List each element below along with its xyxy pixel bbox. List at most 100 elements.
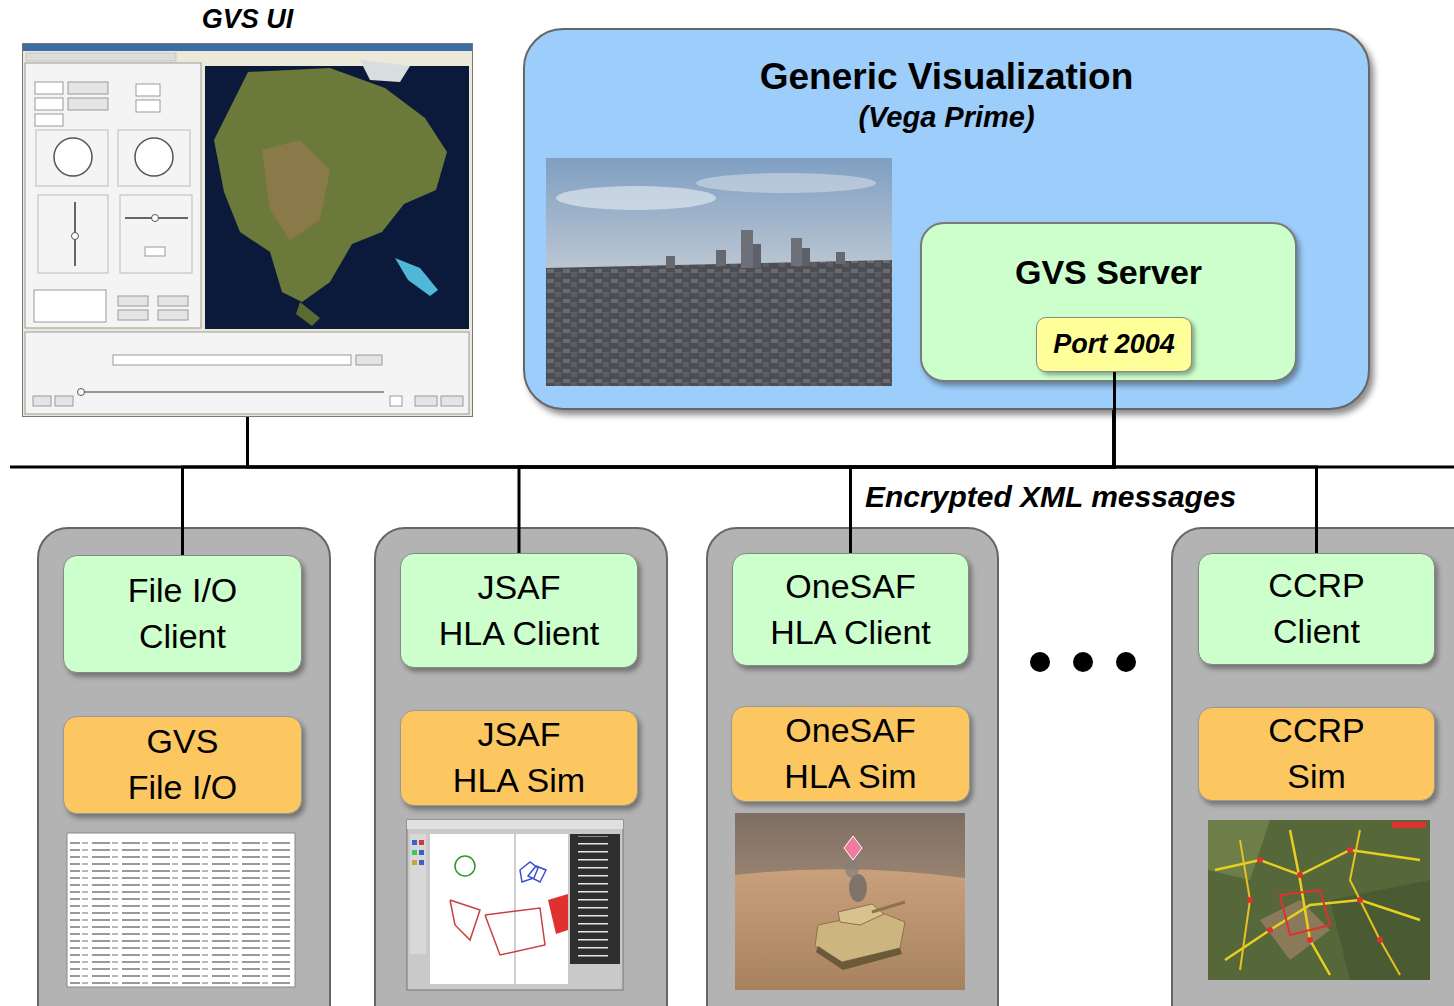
ui-screenshot (25, 332, 469, 414)
ccrp-screenshot (1347, 847, 1353, 853)
node-title: CCRP Sim (1268, 708, 1364, 800)
ui-screenshot (205, 66, 469, 329)
ccrp-screenshot (1267, 927, 1273, 933)
jsaf-screenshot (419, 840, 424, 845)
node-title: File I/O Client (128, 568, 238, 660)
ui-screenshot (262, 140, 330, 240)
ccrp-screenshot (1330, 880, 1430, 980)
ccrp-screenshot (1260, 900, 1330, 960)
node-title: OneSAF HLA Client (770, 564, 931, 656)
ui-screenshot (415, 396, 437, 406)
client-box: File I/O Client (63, 555, 302, 673)
client-container (375, 528, 667, 1006)
ui-screenshot (22, 43, 473, 51)
ui-screenshot (395, 258, 438, 296)
node-subtitle: (Vega Prime) (858, 100, 1034, 135)
client-container (707, 528, 998, 1006)
text-line: CCRP (1268, 708, 1364, 754)
city-render (802, 248, 810, 266)
ccrp-screenshot (1257, 857, 1263, 863)
ccrp-screenshot (1392, 822, 1426, 828)
ui-screenshot (35, 114, 63, 126)
city-render (546, 260, 892, 386)
port-tag: Port 2004 (1036, 317, 1192, 372)
sim-box: CCRP Sim (1198, 707, 1435, 801)
ui-screenshot (113, 355, 351, 365)
sim-box: GVS File I/O (63, 716, 302, 814)
onesaf-screenshot (816, 946, 902, 970)
city-render (753, 244, 761, 268)
node-title: Port 2004 (1053, 328, 1175, 360)
node-title: CCRP Client (1268, 563, 1364, 655)
node-title: GVS Server (1015, 252, 1202, 293)
text-line: Generic Visualization (760, 54, 1134, 100)
text-line: Client (1273, 609, 1360, 655)
server-box: GVS ServerPort 2004 (920, 222, 1297, 382)
ui-screenshot (145, 247, 165, 256)
ccrp-screenshot (1350, 830, 1400, 975)
jsaf-screenshot (430, 834, 568, 984)
connector-stub (1113, 382, 1116, 411)
jsaf-screenshot (419, 860, 424, 865)
text-line: OneSAF (785, 708, 915, 754)
city-render (716, 250, 726, 266)
ui-screenshot (158, 310, 188, 320)
ui-screenshot (33, 396, 51, 406)
text-line: GVS Server (1015, 252, 1202, 293)
ccrp-screenshot (1208, 820, 1430, 980)
jsaf-screenshot (410, 834, 426, 954)
jsaf-screenshot (419, 850, 424, 855)
city-render (556, 186, 716, 210)
text-line: Sim (1287, 754, 1346, 800)
jsaf-screenshot (407, 820, 623, 829)
node-title: OneSAF HLA Sim (784, 708, 916, 800)
client-container (38, 528, 330, 1006)
client-box: CCRP Client (1198, 553, 1435, 665)
jsaf-screenshot (412, 860, 417, 865)
text-line: OneSAF (785, 564, 915, 610)
ui-screenshot (356, 355, 382, 365)
ui-screenshot-frame: GVS UI (22, 43, 473, 417)
ccrp-screenshot (1357, 897, 1363, 903)
ui-screenshot (118, 296, 148, 306)
ui-screenshot (55, 396, 73, 406)
ui-screenshot (35, 98, 63, 110)
sim-box: JSAF HLA Sim (400, 710, 638, 806)
ui-screenshot (390, 396, 402, 406)
ccrp-screenshot (1225, 900, 1420, 960)
ccrp-screenshot (1307, 937, 1313, 943)
text-line: JSAF (477, 565, 560, 611)
text-line: GVS UI (202, 3, 294, 35)
ui-screenshot (296, 302, 320, 326)
ui-screenshot (80, 391, 384, 393)
jsaf-screenshot (515, 834, 516, 984)
ui-screenshot (38, 195, 108, 273)
jsaf-screenshot (412, 850, 417, 855)
city-render (791, 238, 802, 266)
ui-screenshot (54, 138, 92, 176)
ellipsis-dots (1030, 652, 1050, 672)
jsaf-screenshot (412, 840, 417, 845)
ui-screenshot (22, 43, 473, 417)
onesaf-screenshot (735, 813, 965, 990)
text-line: (Vega Prime) (858, 100, 1034, 135)
text-line: CCRP (1268, 563, 1364, 609)
onesaf-screenshot (844, 836, 862, 860)
ui-screenshot (441, 396, 463, 406)
jsaf-screenshot (407, 820, 623, 990)
ccrp-screenshot (1208, 820, 1430, 980)
onesaf-screenshot (838, 904, 884, 925)
ccrp-screenshot (1247, 847, 1383, 943)
text-line: JSAF (477, 712, 560, 758)
ccrp-screenshot (1297, 872, 1303, 878)
ui-screenshot (25, 63, 201, 328)
onesaf-screenshot (845, 858, 859, 878)
ui-screenshot (72, 233, 79, 240)
jsaf-screenshot (407, 820, 623, 990)
connector-stub (1113, 372, 1116, 383)
client-container (1172, 528, 1454, 1006)
ui-screenshot (214, 68, 447, 302)
file-screenshot (70, 838, 292, 984)
node-title: GVS File I/O (128, 719, 238, 811)
